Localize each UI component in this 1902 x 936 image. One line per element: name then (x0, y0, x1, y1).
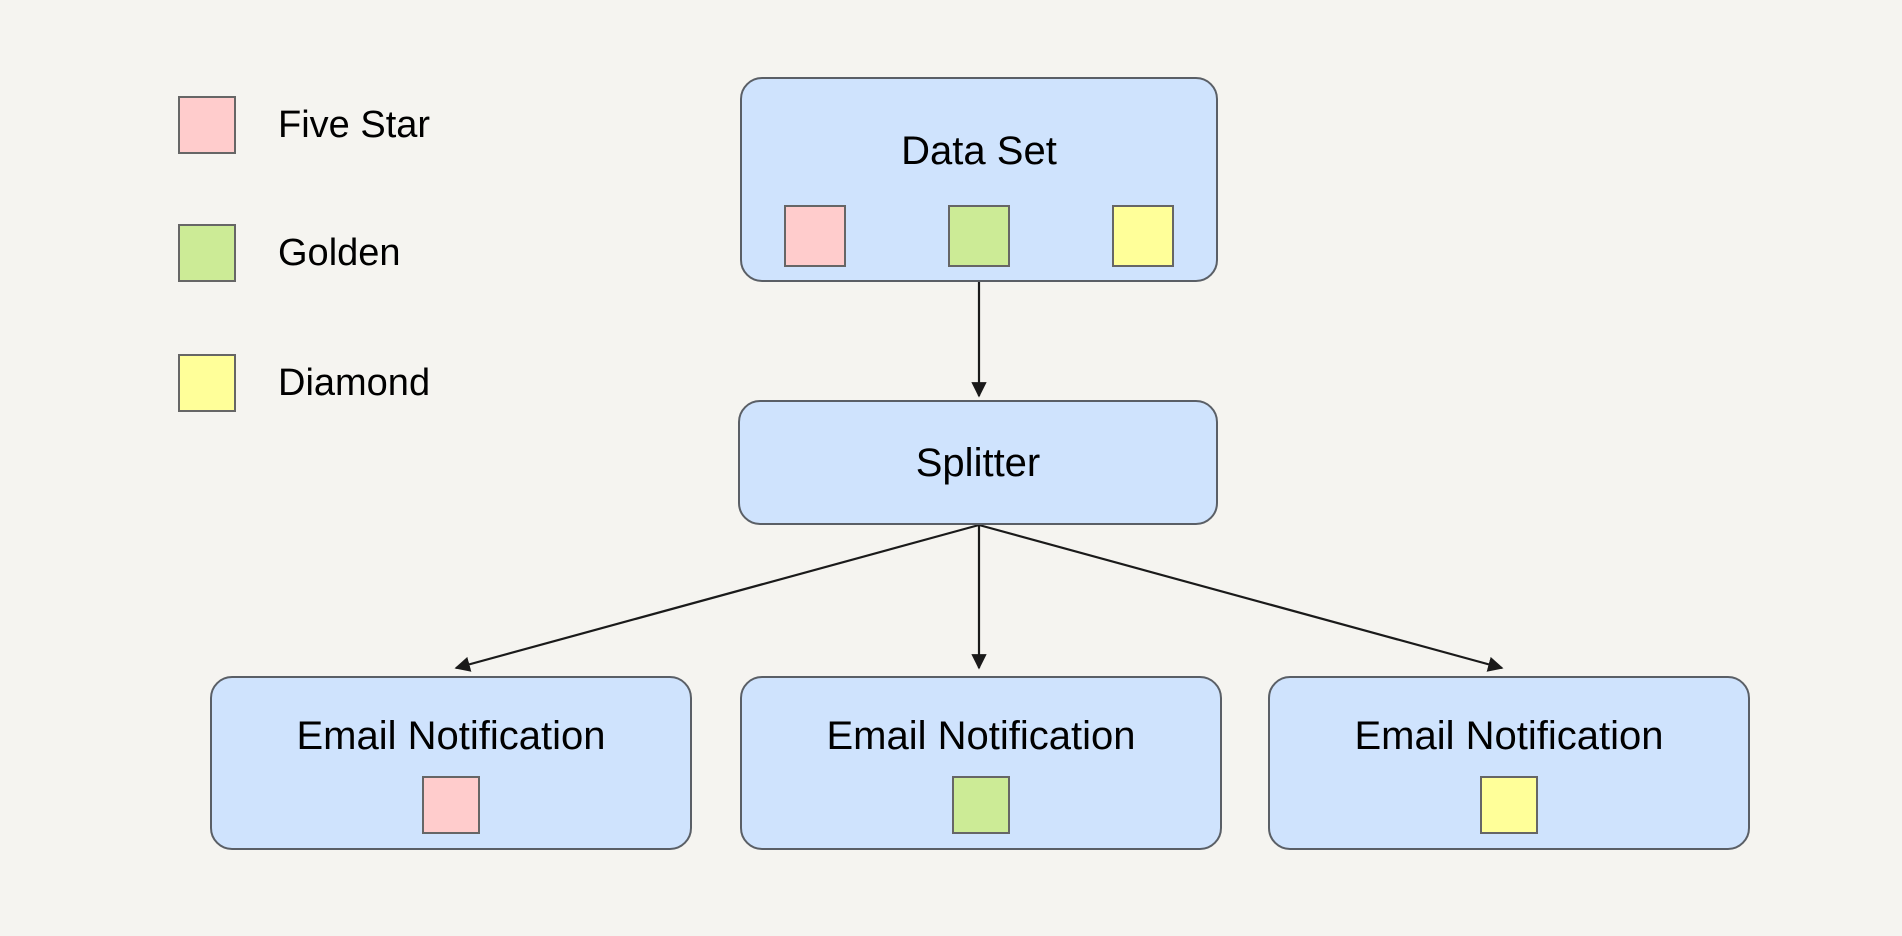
email-notification-chip-five-star (422, 776, 480, 834)
edge-splitter-to-email-diamond (978, 523, 1504, 672)
node-email-notification-golden[interactable]: Email Notification (740, 676, 1222, 850)
node-splitter-title: Splitter (915, 440, 1041, 485)
legend-label-diamond: Diamond (278, 362, 431, 404)
node-email-notification-diamond-title: Email Notification (1354, 714, 1664, 758)
legend-item-five-star: Five Star (178, 96, 430, 154)
data-set-chip-five-star (784, 205, 846, 267)
golden-swatch (178, 224, 236, 282)
email-notification-chip-golden (952, 776, 1010, 834)
five-star-swatch (178, 96, 236, 154)
data-set-chip-golden (948, 205, 1010, 267)
node-email-notification-five-star-title: Email Notification (296, 714, 606, 758)
node-email-notification-five-star[interactable]: Email Notification (210, 676, 692, 850)
legend-label-five-star: Five Star (278, 104, 431, 146)
legend-item-golden: Golden (178, 224, 401, 282)
diamond-swatch (178, 354, 236, 412)
node-email-notification-golden-title: Email Notification (826, 714, 1136, 758)
node-data-set[interactable]: Data Set (740, 77, 1218, 282)
node-data-set-title: Data Set (901, 129, 1057, 173)
node-splitter[interactable]: Splitter (738, 400, 1218, 525)
data-set-chip-row (784, 205, 1174, 267)
edge-splitter-to-email-five-star (454, 523, 980, 672)
data-set-chip-diamond (1112, 205, 1174, 267)
email-notification-chip-diamond (1480, 776, 1538, 834)
legend-item-diamond: Diamond (178, 354, 430, 412)
node-email-notification-diamond[interactable]: Email Notification (1268, 676, 1750, 850)
legend-label-golden: Golden (278, 232, 401, 274)
